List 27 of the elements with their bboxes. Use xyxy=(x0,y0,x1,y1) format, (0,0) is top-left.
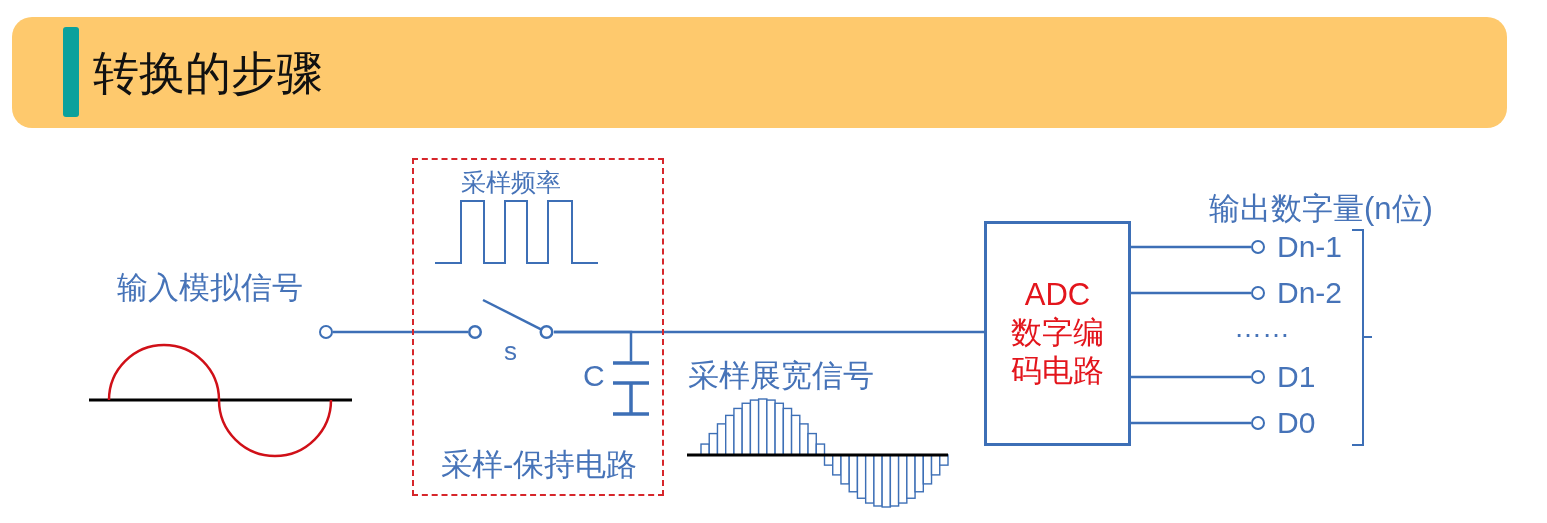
group-label: 采样-保持电路 xyxy=(441,447,638,483)
output-label: D0 xyxy=(1277,408,1316,438)
dashed-boundary xyxy=(412,158,664,496)
terminal xyxy=(1251,240,1265,254)
encoder-box: ADC 数字编码电路 xyxy=(984,221,1131,446)
wire xyxy=(554,330,633,361)
terminal xyxy=(1251,370,1265,384)
output-label: Dn-1 xyxy=(1277,232,1343,262)
capacitor-label: C xyxy=(583,361,605,391)
switch-label: s xyxy=(504,338,517,364)
capacitor-symbol xyxy=(612,361,650,417)
terminal xyxy=(319,325,333,339)
page-title: 转换的步骤 xyxy=(93,46,323,101)
signal-label: 输入模拟信号 xyxy=(117,270,303,306)
wire xyxy=(1131,291,1251,295)
signal-label: 采样展宽信号 xyxy=(688,358,874,394)
wire xyxy=(1131,245,1251,249)
switch-symbol xyxy=(468,296,554,340)
clock-label: 采样频率 xyxy=(461,168,561,197)
output-label: Dn-2 xyxy=(1277,278,1343,308)
wire xyxy=(333,330,468,334)
output-label: D1 xyxy=(1277,362,1316,392)
terminal xyxy=(1251,286,1265,300)
ellipsis: …… xyxy=(1234,312,1290,344)
wire xyxy=(1131,375,1251,379)
wire xyxy=(1131,421,1251,425)
terminal xyxy=(1251,416,1265,430)
